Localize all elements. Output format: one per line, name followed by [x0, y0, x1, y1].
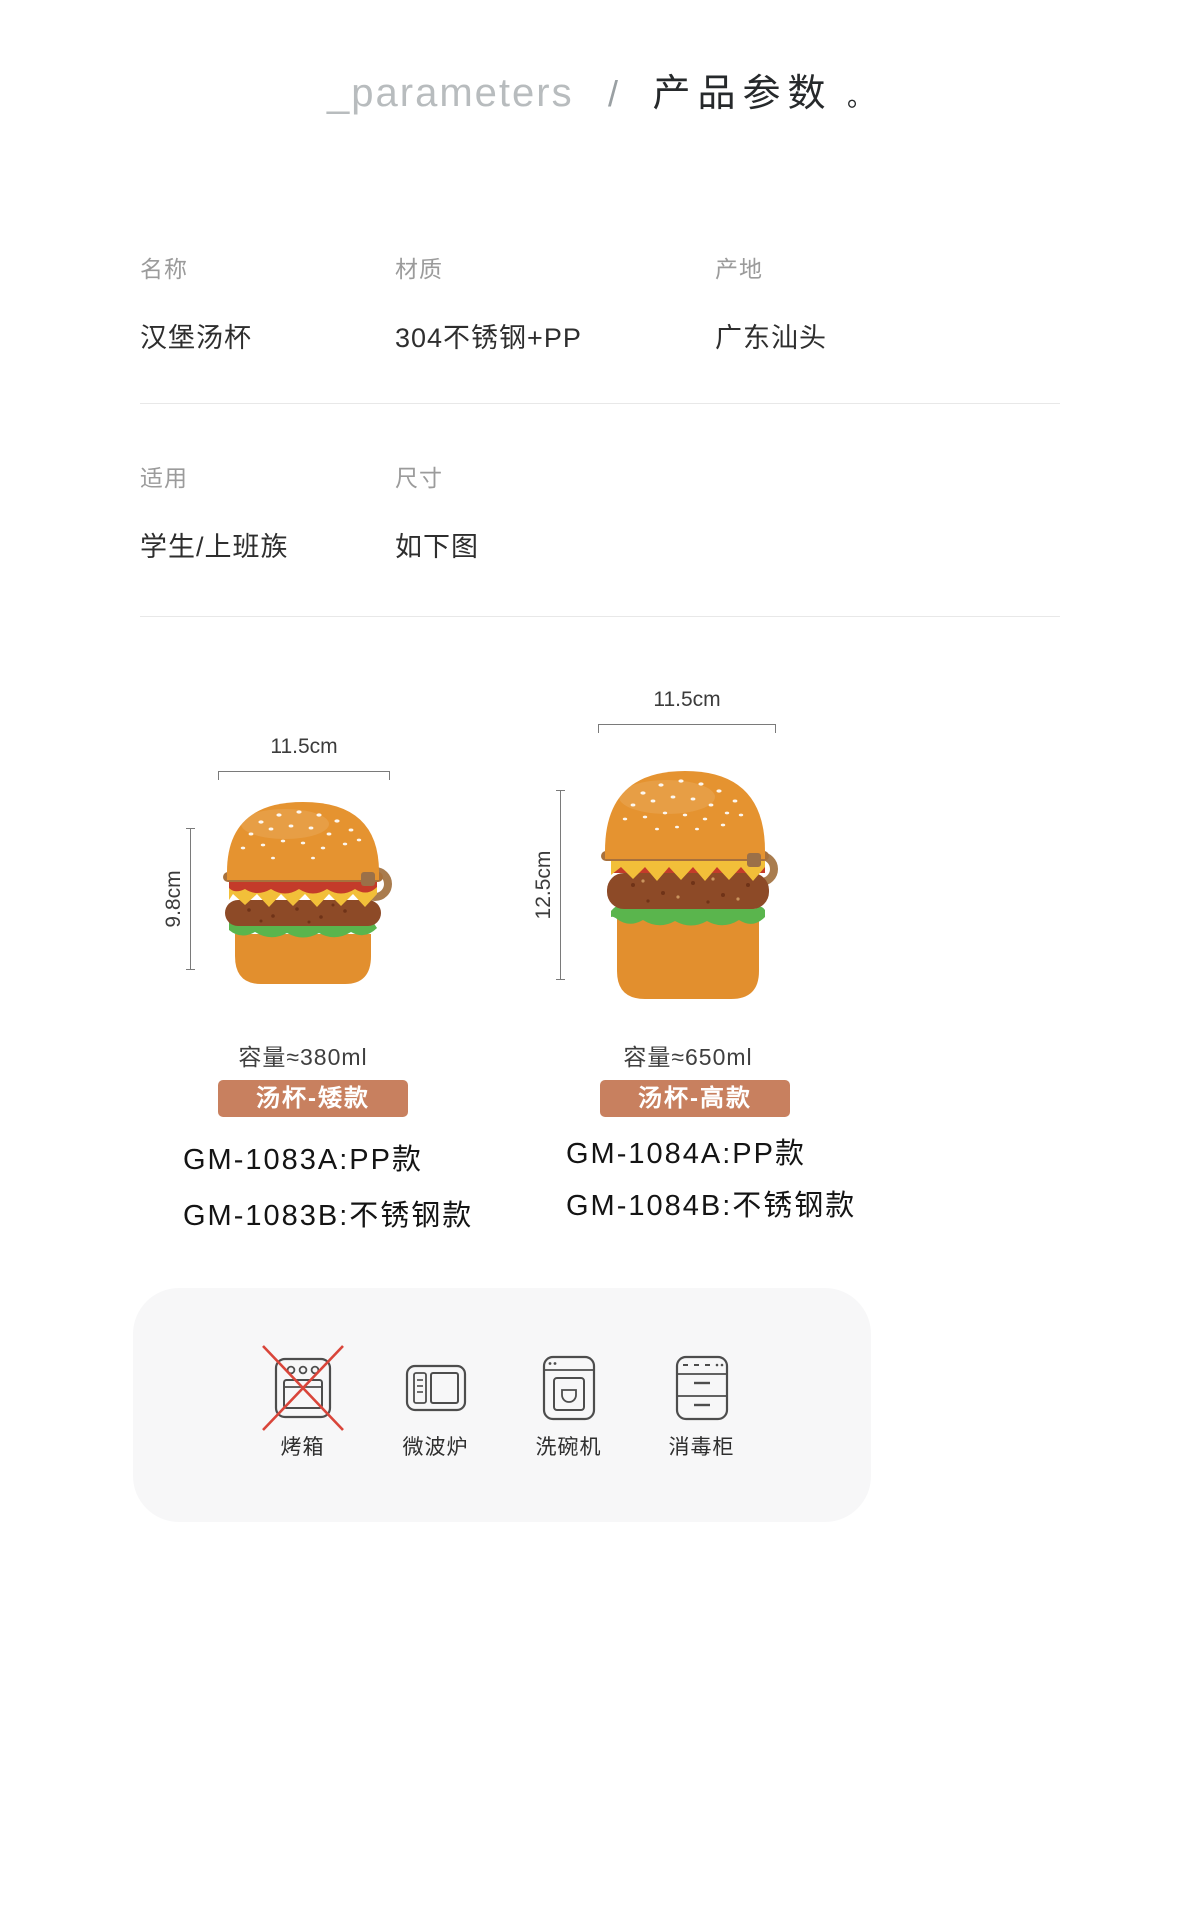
burger-cup-short-illustration: [223, 802, 392, 984]
dimension-tick: [556, 979, 565, 980]
spec-value-material: 304不锈钢+PP: [395, 323, 582, 353]
capacity-text-tall: 容量≈650ml: [623, 1044, 753, 1070]
model-number: GM-1083A:PP款: [183, 1144, 423, 1176]
page-title: _parameters / 产品参数 。: [0, 62, 1200, 117]
title-period: 。: [846, 82, 873, 112]
title-separator: /: [608, 73, 619, 114]
height-dimension-tall-label: 12.5cm: [532, 850, 555, 920]
oven-icon-wrap: [261, 1344, 344, 1431]
capacity-text-short: 容量≈380ml: [238, 1044, 368, 1070]
spec-cell-material: 材质 304不锈钢+PP: [395, 250, 715, 355]
microwave-icon: [405, 1364, 466, 1411]
microwave-icon-wrap: [402, 1350, 470, 1426]
care-item-dishwasher: 洗碗机: [526, 1350, 612, 1461]
height-dimension-short-label: 9.8cm: [162, 870, 185, 928]
product-card-tall: 11.5cm 12.5cm: [520, 688, 880, 1268]
dishwasher-icon-wrap: [535, 1350, 603, 1426]
dimension-tick: [775, 724, 776, 733]
sterilizer-icon: [675, 1355, 728, 1420]
care-label-oven: 烤箱: [280, 1435, 325, 1459]
care-label-microwave: 微波炉: [402, 1435, 469, 1459]
width-dimension-tall-label: 11.5cm: [653, 688, 721, 711]
product-card-short: 11.5cm 9.8cm: [150, 735, 471, 1265]
care-item-oven: 烤箱: [260, 1344, 346, 1461]
spec-table: 名称 汉堡汤杯 材质 304不锈钢+PP 产地 广东汕头 适用 学生/上班族 尺…: [140, 250, 1060, 617]
spec-cell-empty: [715, 459, 1060, 564]
sterilizer-icon-wrap: [668, 1350, 736, 1426]
height-dimension-tall-line: [560, 790, 561, 980]
spec-label-name: 名称: [140, 256, 188, 282]
spec-cell-suitable: 适用 学生/上班族: [140, 459, 395, 564]
model-number: GM-1084A:PP款: [566, 1138, 806, 1170]
spec-row-2: 适用 学生/上班族 尺寸 如下图: [140, 404, 1060, 617]
spec-value-size: 如下图: [395, 532, 479, 562]
dimension-tick: [389, 771, 390, 780]
dimension-tick: [186, 969, 195, 970]
care-item-sterilizer: 消毒柜: [659, 1350, 745, 1461]
width-dimension-short-label: 11.5cm: [270, 735, 338, 758]
spec-cell-size: 尺寸 如下图: [395, 459, 715, 564]
width-dimension-tall-line: [598, 724, 776, 733]
care-item-microwave: 微波炉: [393, 1350, 479, 1461]
title-chinese: 产品参数: [652, 73, 833, 115]
spec-value-name: 汉堡汤杯: [140, 323, 252, 353]
model-number: GM-1083B:不锈钢款: [183, 1200, 474, 1232]
spec-cell-name: 名称 汉堡汤杯: [140, 250, 395, 355]
spec-value-suitable: 学生/上班族: [140, 532, 289, 562]
spec-cell-origin: 产地 广东汕头: [715, 250, 1060, 355]
height-dimension-short-line: [190, 828, 191, 970]
spec-label-suitable: 适用: [140, 465, 188, 491]
care-instructions-panel: 烤箱 微波炉: [133, 1288, 871, 1522]
burger-cup-tall-illustration: [601, 771, 778, 999]
spec-label-origin: 产地: [715, 256, 763, 282]
dimension-tick: [186, 828, 195, 829]
variant-badge-short: 汤杯-矮款: [218, 1080, 408, 1117]
dimension-tick: [218, 771, 219, 780]
dimension-tick: [556, 790, 565, 791]
spec-row-1: 名称 汉堡汤杯 材质 304不锈钢+PP 产地 广东汕头: [140, 250, 1060, 404]
height-dimension-tall: 12.5cm: [532, 790, 565, 980]
spec-label-size: 尺寸: [395, 465, 443, 491]
spec-value-origin: 广东汕头: [715, 323, 827, 353]
height-dimension-short: 9.8cm: [162, 828, 195, 970]
care-label-sterilizer: 消毒柜: [668, 1435, 735, 1459]
oven-icon: [274, 1357, 331, 1418]
width-dimension-short-line: [218, 771, 390, 780]
width-dimension-tall: 11.5cm: [598, 688, 776, 733]
width-dimension-short: 11.5cm: [218, 735, 390, 780]
dishwasher-icon: [542, 1355, 595, 1420]
care-label-dishwasher: 洗碗机: [535, 1435, 602, 1459]
dimension-tick: [598, 724, 599, 733]
title-english: _parameters: [327, 71, 574, 115]
spec-label-material: 材质: [395, 256, 443, 282]
variant-badge-tall: 汤杯-高款: [600, 1080, 790, 1117]
model-number: GM-1084B:不锈钢款: [566, 1190, 857, 1222]
